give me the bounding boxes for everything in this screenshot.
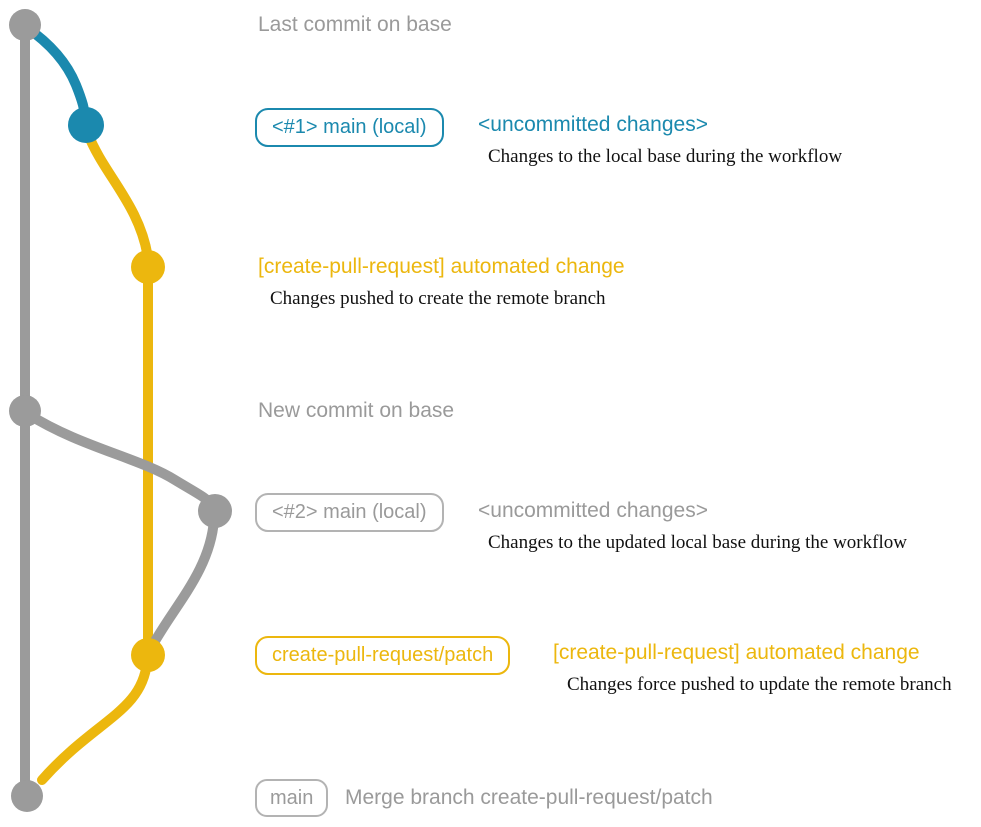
- label-automated-change-2: [create-pull-request] automated change: [553, 641, 920, 664]
- label-merge-branch: Merge branch create-pull-request/patch: [345, 786, 713, 809]
- edge-main2-to-patch: [145, 515, 219, 655]
- edge-base-to-main2: [23, 409, 219, 513]
- label-uncommitted-changes-1: <uncommitted changes>: [478, 113, 708, 136]
- branch-pill-create-pull-request-patch: create-pull-request/patch: [255, 636, 511, 675]
- branch-pill-main2: <#2> main (local): [255, 493, 444, 532]
- branch-pill-main-merge: main: [255, 779, 329, 817]
- edge-base-to-main1: [21, 22, 91, 127]
- desc-local-base-changes: Changes to the local base during the wor…: [488, 146, 843, 167]
- label-automated-change-1: [create-pull-request] automated change: [258, 255, 625, 278]
- edge-main1-to-patch: [83, 129, 153, 663]
- commit-dot-last-base: [9, 9, 41, 41]
- desc-force-push-remote: Changes force pushed to update the remot…: [567, 674, 952, 695]
- commit-dot-main1: [68, 107, 104, 143]
- branch-pill-main1: <#1> main (local): [255, 108, 444, 147]
- edge-patch-to-merge: [37, 657, 152, 785]
- desc-updated-local-base-changes: Changes to the updated local base during…: [488, 532, 907, 553]
- commit-dot-merge: [11, 780, 43, 812]
- commit-dot-patch-create: [131, 250, 165, 284]
- commit-dot-patch-update: [131, 638, 165, 672]
- commit-dot-new-base: [9, 395, 41, 427]
- desc-push-create-remote: Changes pushed to create the remote bran…: [270, 288, 606, 309]
- commit-dot-main2: [198, 494, 232, 528]
- commit-graph: [9, 9, 232, 812]
- label-uncommitted-changes-2: <uncommitted changes>: [478, 499, 708, 522]
- label-last-commit-on-base: Last commit on base: [258, 13, 452, 36]
- label-new-commit-on-base: New commit on base: [258, 399, 455, 422]
